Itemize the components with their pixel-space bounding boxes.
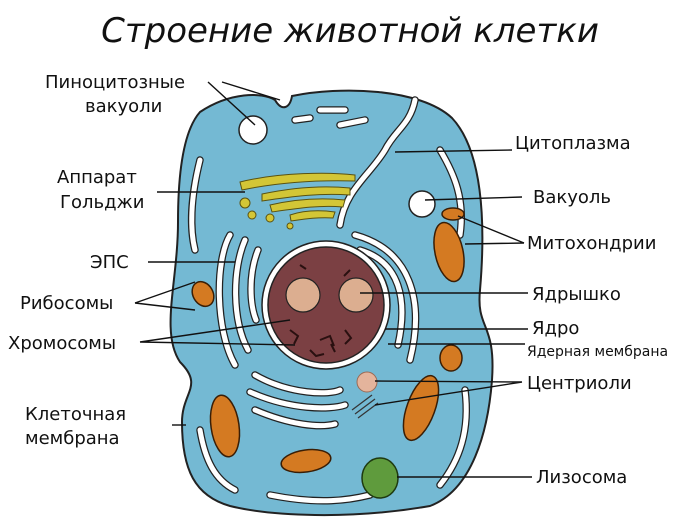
lysosome [361, 457, 399, 499]
cell [169, 89, 494, 517]
nucleolus [338, 277, 374, 313]
label-chromosomes: Хромосомы [8, 333, 116, 354]
endoplasmic-reticulum [187, 96, 471, 505]
label-pinocytic-vacuoles: Пиноцитозные [45, 72, 185, 93]
vacuole [408, 190, 436, 218]
centriole [351, 394, 379, 419]
label-nuclear-membrane: Ядерная мембрана [527, 344, 668, 360]
label-lysosome: Лизосома [536, 467, 627, 488]
golgi-apparatus [239, 172, 356, 230]
label-pinocytic-vacuoles-2: вакуоли [85, 96, 162, 117]
nucleolus [285, 277, 321, 313]
label-mitochondria: Митохондрии [527, 233, 656, 254]
label-cell-membrane-2: мембрана [25, 428, 120, 449]
label-golgi: Аппарат [57, 167, 137, 188]
label-er: ЭПС [90, 252, 129, 273]
label-cell-membrane: Клеточная [25, 404, 126, 425]
label-ribosomes: Рибосомы [20, 293, 113, 314]
label-nucleolus: Ядрышко [532, 284, 621, 305]
diagram-title: Строение животной клетки [101, 11, 599, 51]
centriole [356, 371, 378, 393]
label-golgi-2: Гольджи [60, 192, 144, 213]
label-cytoplasm: Цитоплазма [515, 133, 631, 154]
pinocytic-vacuole [238, 115, 268, 145]
label-vacuole: Вакуоль [533, 187, 611, 208]
leader-lines [134, 81, 532, 478]
mitochondria [191, 207, 465, 474]
nucleus [261, 240, 391, 370]
label-centrioles: Центриоли [527, 373, 632, 394]
label-nucleus: Ядро [532, 318, 579, 339]
